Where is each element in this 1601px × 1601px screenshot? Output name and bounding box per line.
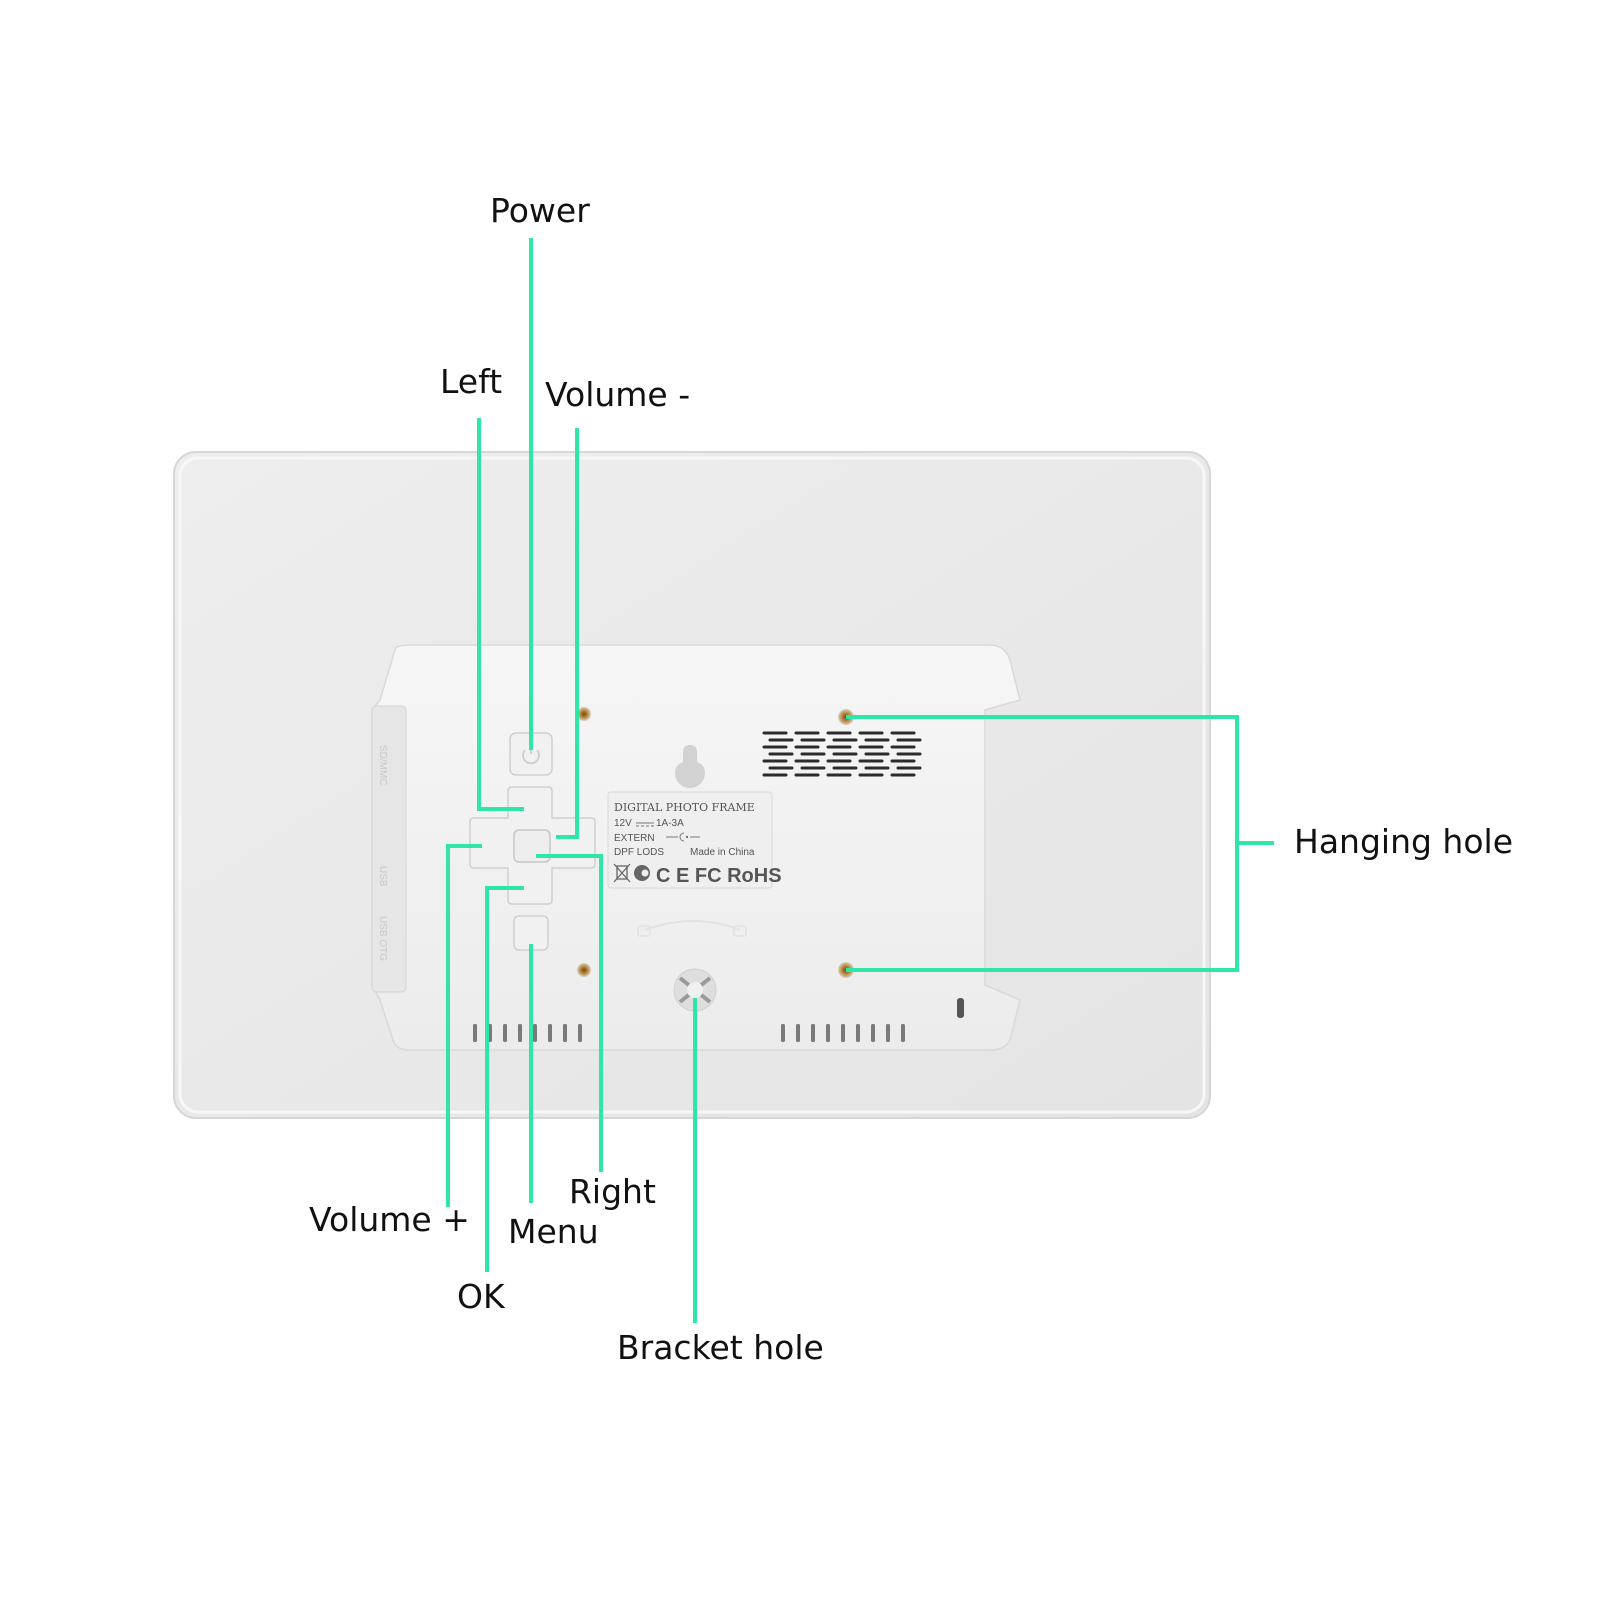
screw-bottom-left (577, 963, 591, 977)
port-usb-otg-label: USB OTG (377, 916, 388, 961)
callout-volume-plus: Volume + (309, 1200, 470, 1239)
callout-volume-minus: Volume - (545, 375, 690, 414)
bottom-vents (473, 1024, 905, 1042)
callout-lines (446, 238, 1274, 1323)
speaker-grille (762, 731, 922, 777)
vent-slot (856, 1024, 860, 1042)
vent-slot (518, 1024, 522, 1042)
bracket-outline (637, 920, 747, 937)
vent-slot (548, 1024, 552, 1042)
callout-ok: OK (457, 1277, 506, 1316)
china-rohs-icon (634, 865, 650, 881)
vent-slot (886, 1024, 890, 1042)
volume-minus-leader (556, 428, 579, 839)
keyhole-icon (675, 745, 705, 788)
vent-slot (826, 1024, 830, 1042)
rating-title: DIGITAL PHOTO FRAME (614, 801, 755, 814)
callout-hanging-hole: Hanging hole (1294, 822, 1513, 861)
weee-bin-icon (613, 863, 631, 883)
rating-model: DPF LODS (614, 847, 664, 858)
certification-marks: C E FC RoHS (656, 865, 782, 887)
rating-origin: Made in China (690, 847, 755, 858)
ok-leader (485, 886, 524, 1272)
callout-menu: Menu (508, 1212, 599, 1251)
callout-labels: Power Left Volume - Hanging hole Right V… (309, 191, 1513, 1367)
vent-slot (796, 1024, 800, 1042)
control-buttons (469, 732, 596, 951)
port-usb-label: USB (377, 866, 388, 887)
right-leader (536, 854, 603, 1172)
screw-top-left (577, 707, 591, 721)
side-ports: SD/MMC USB USB OTG (377, 745, 388, 961)
volume-plus-leader (446, 844, 482, 1207)
vent-slot (871, 1024, 875, 1042)
callout-bracket-hole: Bracket hole (617, 1328, 824, 1367)
hanging-hole-leader-top (846, 715, 1274, 845)
port-sd-label: SD/MMC (377, 745, 388, 786)
hanging-hole-leader-bottom (846, 843, 1239, 972)
vent-slot (578, 1024, 582, 1042)
rating-voltage: 12V (614, 818, 632, 829)
reset-slot (957, 998, 964, 1018)
vent-slot (901, 1024, 905, 1042)
rating-extern: EXTERN (614, 833, 655, 844)
vent-slot (503, 1024, 507, 1042)
callout-left: Left (440, 362, 502, 401)
vent-slot (533, 1024, 537, 1042)
bracket-hole-icon (673, 968, 717, 1012)
vent-slot (563, 1024, 567, 1042)
vent-slot (811, 1024, 815, 1042)
left-leader (477, 418, 524, 811)
vent-slot (473, 1024, 477, 1042)
callout-right: Right (569, 1172, 656, 1211)
rating-current: 1A-3A (656, 818, 684, 829)
rating-label: DIGITAL PHOTO FRAME 12V 1A-3A EXTERN DPF… (607, 791, 782, 889)
vent-slot (781, 1024, 785, 1042)
polarity-icon (666, 832, 700, 842)
callout-power: Power (490, 191, 590, 230)
vent-slot (841, 1024, 845, 1042)
